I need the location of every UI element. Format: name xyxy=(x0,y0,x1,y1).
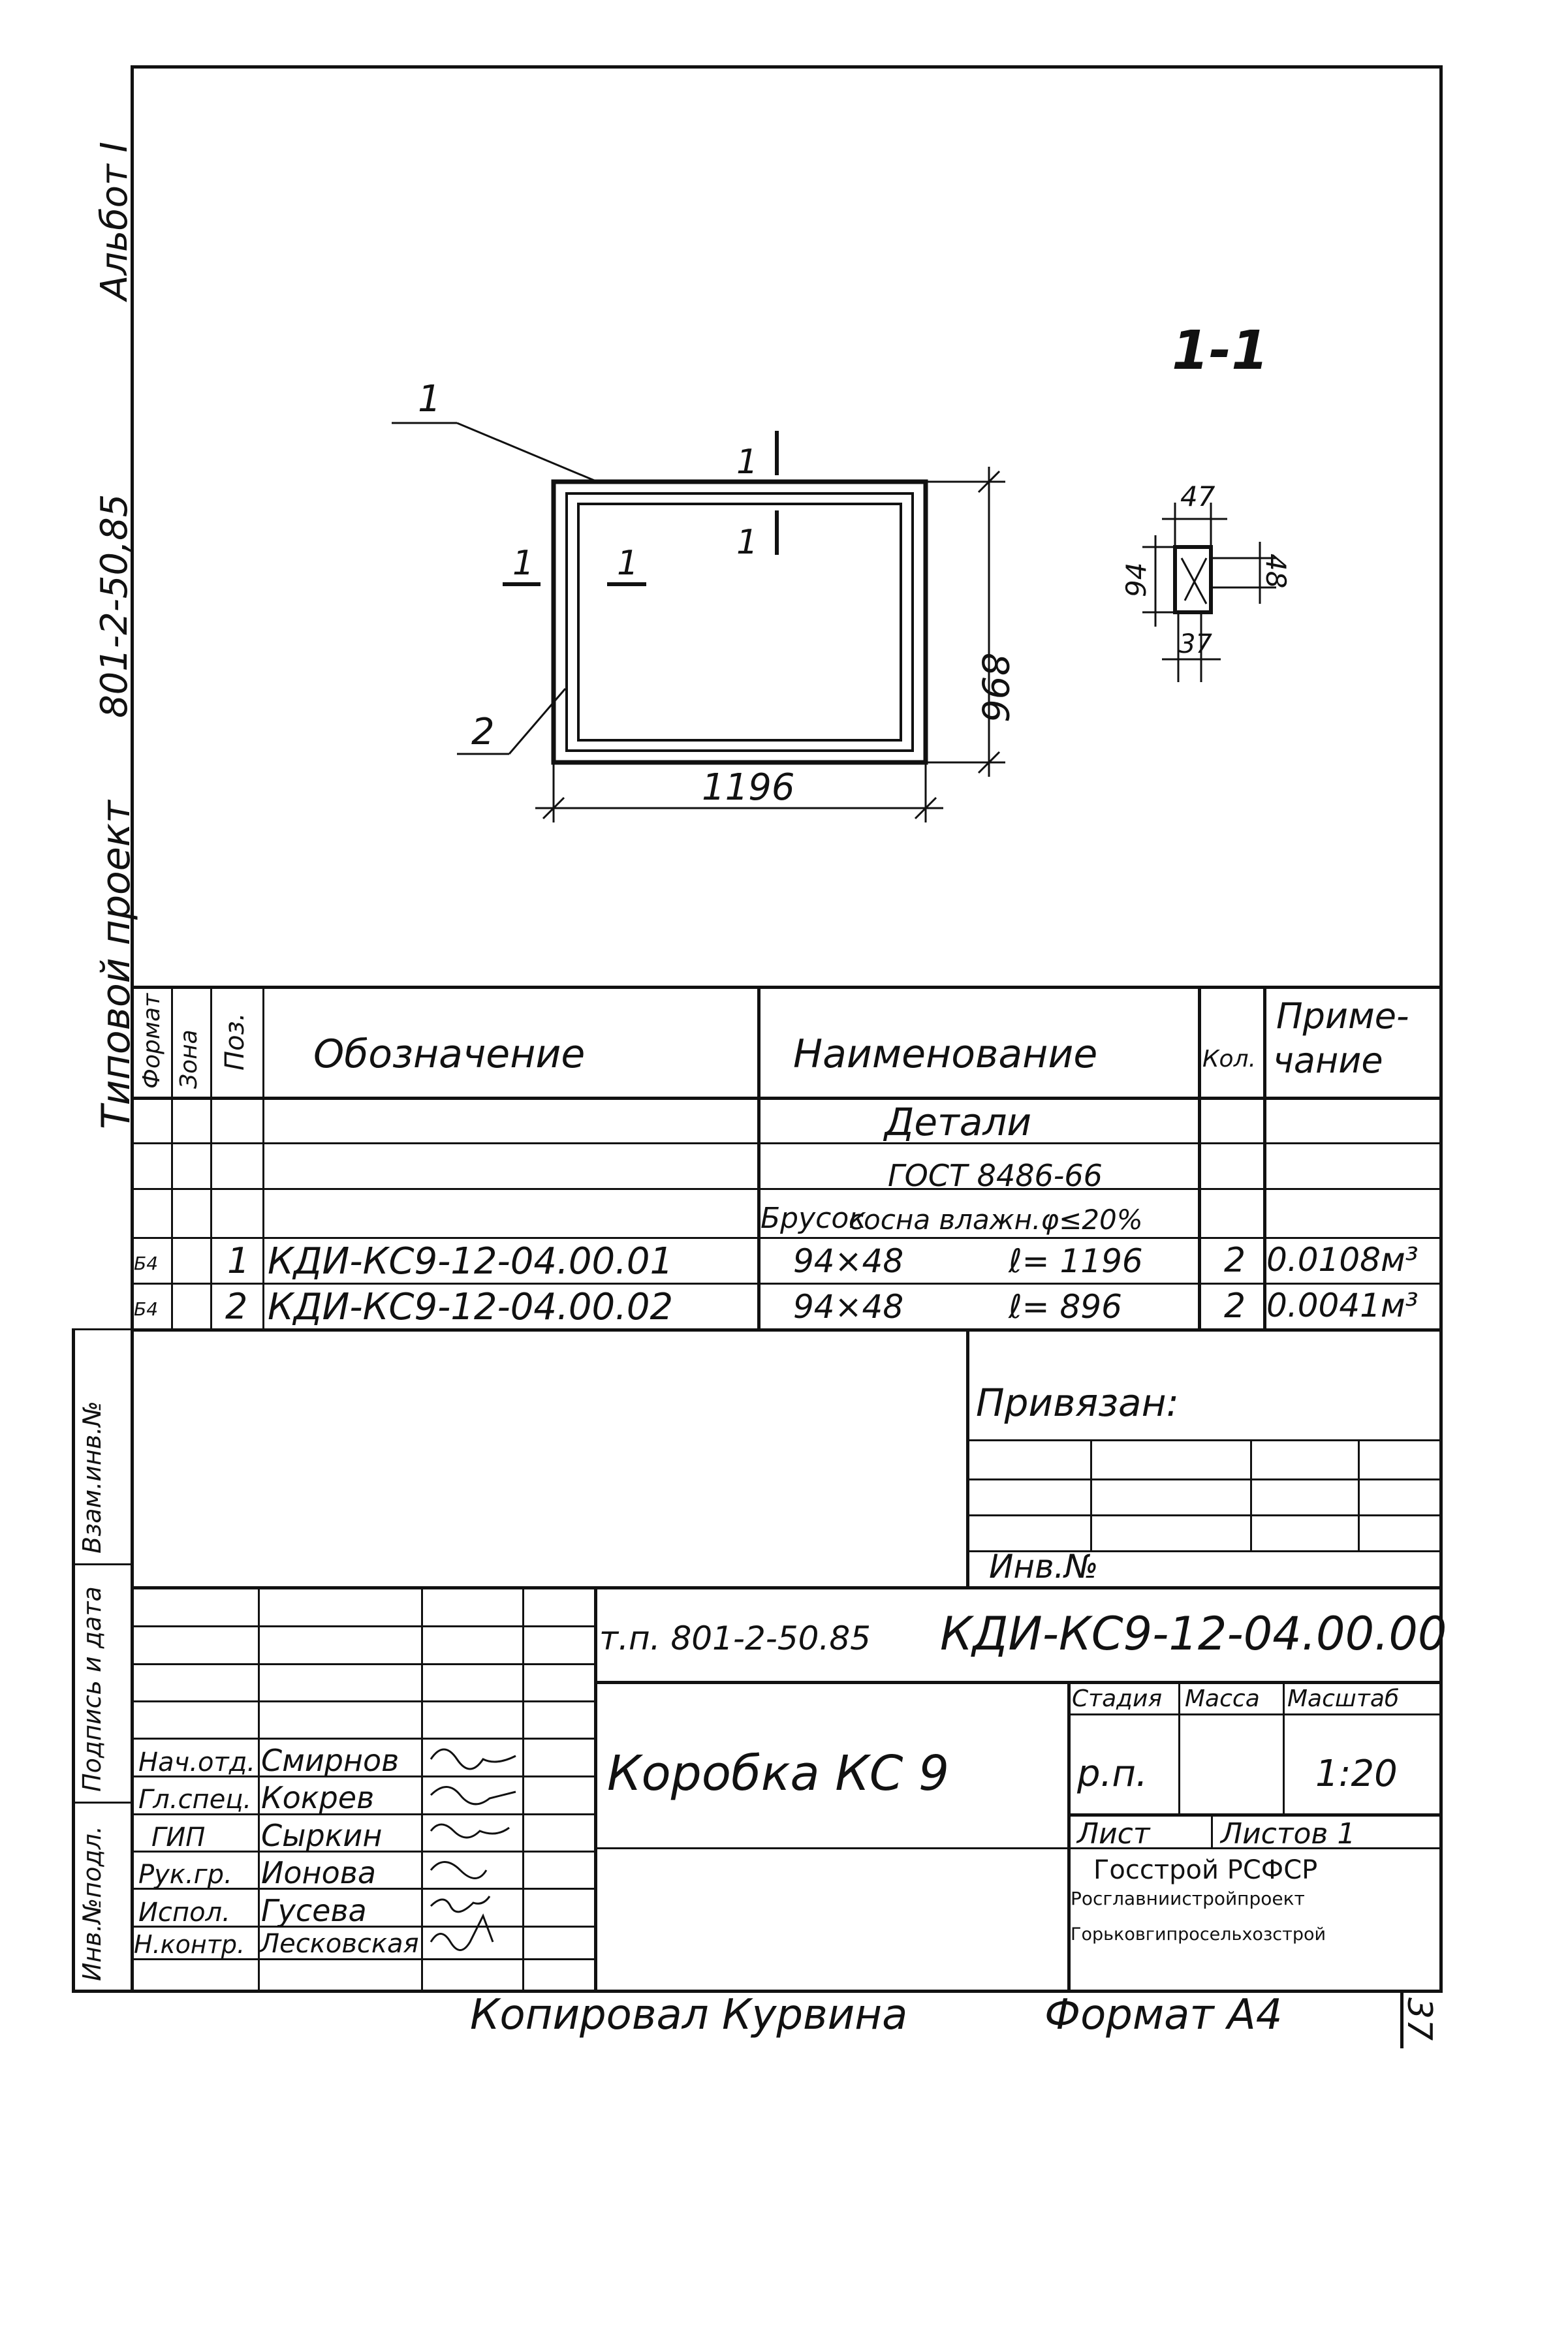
row2-qty: 2 xyxy=(1224,1287,1246,1326)
section-dim-47: 47 xyxy=(1180,480,1215,512)
sig-name-6: Лесковская xyxy=(260,1929,419,1959)
stamp-sign-date: Подпись и дата xyxy=(78,1586,106,1792)
signature-scribbles xyxy=(430,1748,516,1951)
row1-size: 94×48 xyxy=(793,1242,904,1280)
org-line3: Горьковгипросельхозстрой xyxy=(1071,1924,1326,1945)
project-ref: т.п. 801-2-50.85 xyxy=(599,1619,871,1657)
dim-height-lines xyxy=(926,467,1005,777)
doc-code: КДИ-КС9-12-04.00.00 xyxy=(940,1607,1447,1661)
scale-value: 1:20 xyxy=(1315,1753,1398,1795)
cut-label-top-b: 1 xyxy=(736,523,758,562)
row1-pos: 1 xyxy=(227,1240,250,1281)
sig-name-5: Гусева xyxy=(261,1893,367,1928)
row1-length: ℓ= 1196 xyxy=(1009,1242,1143,1280)
frame-bottom xyxy=(72,1990,1443,1993)
row1-designation: КДИ-КС9-12-04.00.01 xyxy=(268,1240,674,1283)
row2-length: ℓ= 896 xyxy=(1009,1288,1122,1326)
section-dim-48: 48 xyxy=(1260,554,1292,588)
section-detail xyxy=(1142,503,1276,682)
frame-top xyxy=(131,65,1443,69)
dim-width-lines xyxy=(535,762,943,822)
dim-width: 1196 xyxy=(702,766,795,809)
sig-role-6: Н.контр. xyxy=(134,1930,245,1959)
doc-title: Коробка КС 9 xyxy=(607,1745,950,1802)
org-line2: Росглавниистройпроект xyxy=(1071,1888,1305,1909)
row1-format: Б4 xyxy=(134,1253,159,1274)
row2-pos: 2 xyxy=(225,1286,248,1327)
section-dim-37: 37 xyxy=(1179,629,1212,659)
frame-left xyxy=(131,65,134,1992)
cut-label-top-a: 1 xyxy=(736,443,758,482)
sig-role-3: ГИП xyxy=(151,1822,206,1853)
binding-label: Привязан: xyxy=(976,1381,1180,1425)
section-title: Детали xyxy=(885,1100,1032,1144)
drawing-area: 1-1 1 2 1 1 1 1 1196 896 xyxy=(392,320,1292,822)
sig-name-1: Смирнов xyxy=(261,1743,400,1778)
stamp-inv-orig: Инв.№подл. xyxy=(78,1825,106,1981)
hdr-designation: Обозначение xyxy=(313,1031,586,1077)
row2-designation: КДИ-КС9-12-04.00.02 xyxy=(268,1286,674,1328)
callout-1: 1 xyxy=(418,378,441,420)
row2-note: 0.0041м³ xyxy=(1266,1287,1419,1324)
section-dim-94: 94 xyxy=(1120,563,1152,597)
binding-inv-no: Инв.№ xyxy=(989,1548,1099,1586)
callout-2: 2 xyxy=(471,711,495,753)
sig-role-1: Нач.отд. xyxy=(138,1747,256,1777)
hdr-format: Формат xyxy=(138,993,165,1089)
box-frame xyxy=(551,479,928,765)
mass-header: Масса xyxy=(1185,1685,1260,1712)
material-desc: сосна влажн.φ≤20% xyxy=(849,1204,1143,1236)
sheet-label: Лист xyxy=(1077,1817,1150,1851)
sig-role-5: Испол. xyxy=(138,1898,230,1928)
sig-role-4: Рук.гр. xyxy=(138,1860,232,1890)
cut-label-left-a: 1 xyxy=(512,544,534,583)
footer-page: 37 xyxy=(1400,1997,1439,2041)
row2-size: 94×48 xyxy=(793,1288,904,1326)
sig-name-4: Ионова xyxy=(261,1855,377,1890)
stage-header: Стадия xyxy=(1072,1685,1163,1712)
sig-name-3: Сыркин xyxy=(261,1818,383,1853)
footer-page-divider xyxy=(1400,1990,1403,2048)
row1-qty: 2 xyxy=(1224,1241,1246,1280)
footer-format: Формат А4 xyxy=(1044,1991,1283,2039)
org-line1: Госстрой РСФСР xyxy=(1093,1855,1318,1885)
sheets-label: Листов 1 xyxy=(1221,1817,1356,1851)
scale-header: Масштаб xyxy=(1287,1685,1400,1712)
section-label: 1-1 xyxy=(1172,320,1268,382)
stamp-vzam-inv: Взам.инв.№ xyxy=(78,1401,106,1554)
material-prefix: Брусок xyxy=(760,1202,866,1235)
hdr-zone: Зона xyxy=(176,1029,202,1089)
row2-format: Б4 xyxy=(134,1298,159,1320)
frame-right xyxy=(1439,65,1443,1992)
cut-label-left-b: 1 xyxy=(617,544,638,583)
row1-note: 0.0108м³ xyxy=(1266,1241,1419,1279)
material-gost: ГОСТ 8486-66 xyxy=(888,1158,1103,1193)
hdr-pos: Поз. xyxy=(220,1012,250,1071)
sig-role-2: Гл.спец. xyxy=(138,1785,252,1815)
hdr-name: Наименование xyxy=(793,1031,1098,1077)
sig-name-2: Кокрев xyxy=(261,1780,375,1815)
stage-value: р.п. xyxy=(1077,1753,1148,1795)
footer-copied: Копировал Курвина xyxy=(470,1991,908,2039)
hdr-note-1: Приме- xyxy=(1276,995,1409,1037)
hdr-note-2: чание xyxy=(1273,1040,1383,1081)
hdr-qty: Кол. xyxy=(1202,1046,1257,1072)
dim-height: 896 xyxy=(973,653,1016,723)
